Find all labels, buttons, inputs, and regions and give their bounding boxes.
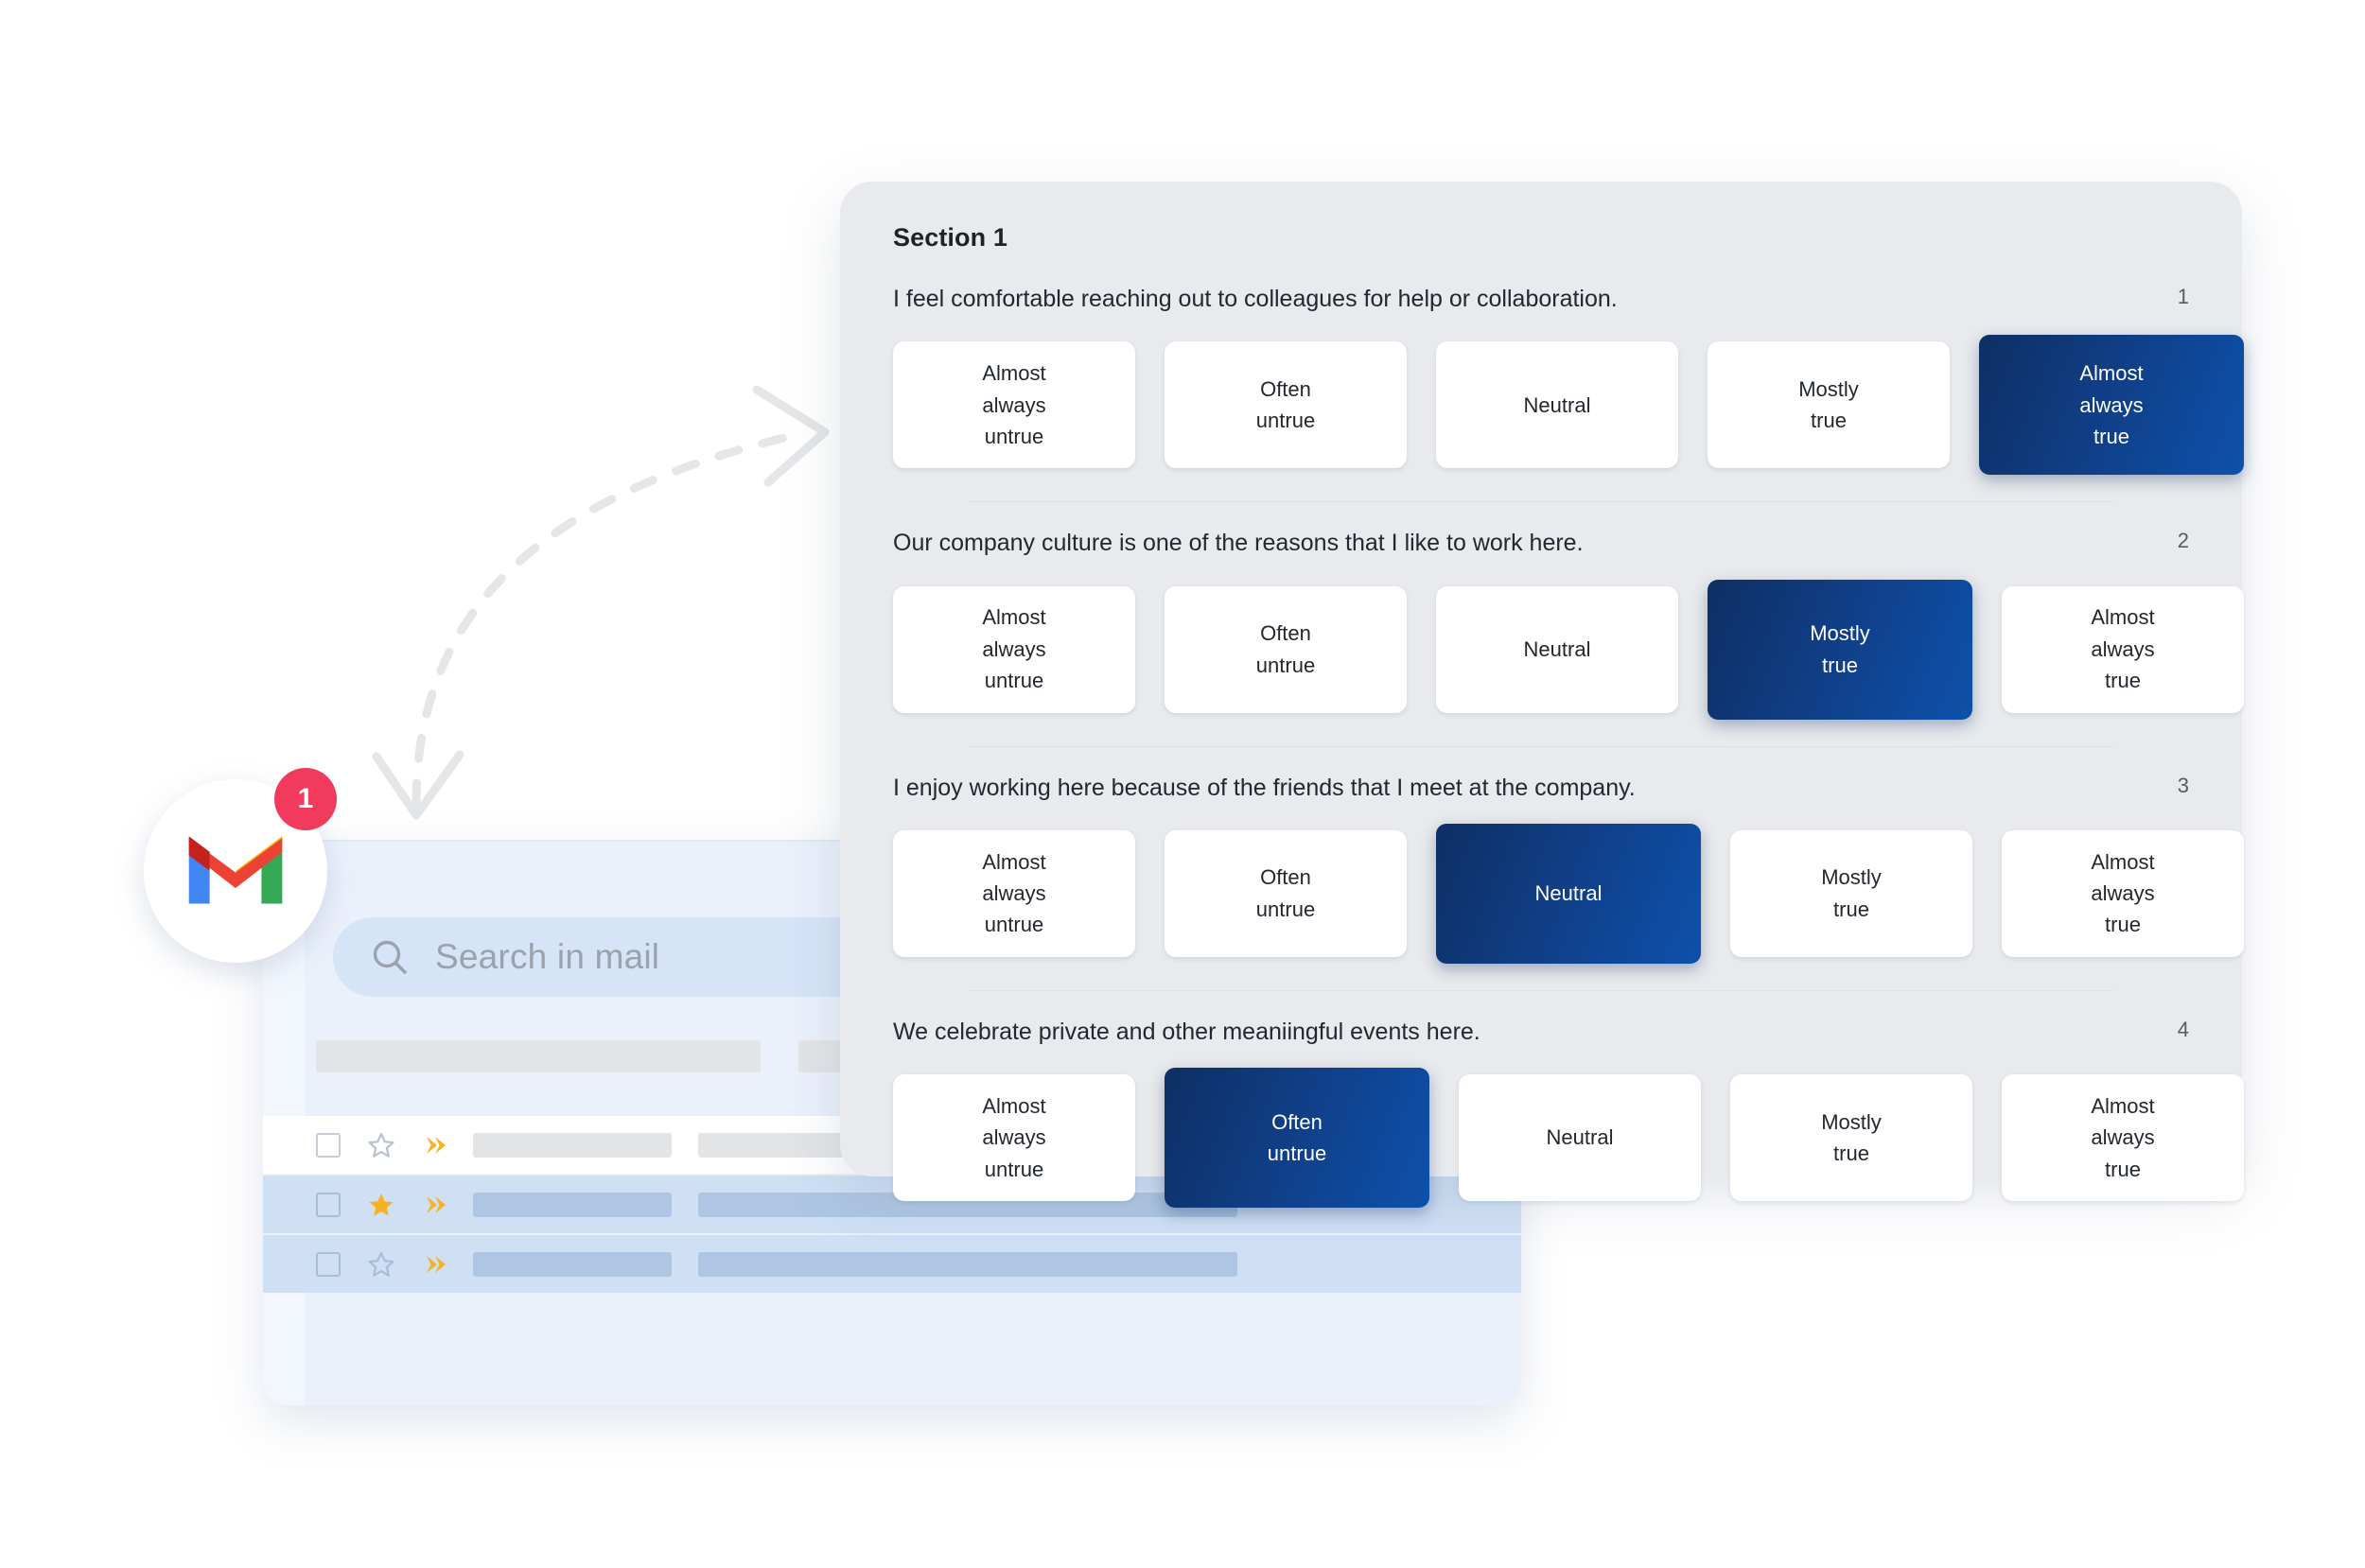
- question-divider: [969, 745, 2113, 747]
- search-icon: [371, 938, 409, 976]
- gmail-search-placeholder: Search in mail: [435, 937, 660, 976]
- star-icon[interactable]: [367, 1191, 395, 1219]
- checkbox-icon[interactable]: [316, 1132, 341, 1158]
- subject-placeholder: [698, 1251, 1237, 1277]
- sender-placeholder: [473, 1132, 672, 1158]
- page-title: Section 1: [893, 223, 1007, 252]
- star-icon[interactable]: [367, 1250, 395, 1279]
- question-header: We celebrate private and other meaniingf…: [893, 1018, 2189, 1047]
- option-neutral[interactable]: Neutral: [1459, 1074, 1701, 1201]
- important-marker-icon[interactable]: [422, 1133, 447, 1158]
- option-neutral[interactable]: Neutral: [1436, 341, 1678, 469]
- dashed-arrow-icon: [372, 385, 830, 820]
- option-neutral[interactable]: Neutral: [1436, 823, 1701, 964]
- tab-placeholder-primary: [316, 1040, 761, 1072]
- survey-panel: Section 1 I feel comfortable reaching ou…: [840, 182, 2244, 1208]
- mail-row-separator: [263, 1233, 1521, 1235]
- question-divider: [969, 989, 2113, 991]
- question-header: I feel comfortable reaching out to colle…: [893, 285, 2189, 314]
- question-number: 1: [2177, 285, 2189, 308]
- question-header: I enjoy working here because of the frie…: [893, 774, 2189, 803]
- important-marker-icon[interactable]: [422, 1193, 447, 1217]
- question-block: I enjoy working here because of the frie…: [893, 774, 2244, 964]
- unread-count-badge: 1: [274, 768, 337, 830]
- question-divider: [969, 501, 2113, 503]
- checkbox-icon[interactable]: [316, 1192, 341, 1217]
- question-text: Our company culture is one of the reason…: [893, 530, 1584, 557]
- mail-row[interactable]: [263, 1235, 1521, 1293]
- question-number: 4: [2177, 1017, 2189, 1041]
- question-number: 3: [2177, 773, 2189, 797]
- question-block: We celebrate private and other meaniingf…: [893, 1018, 2244, 1208]
- important-marker-icon[interactable]: [422, 1252, 447, 1277]
- sender-placeholder: [473, 1192, 672, 1217]
- star-icon[interactable]: [367, 1131, 395, 1159]
- question-block: I feel comfortable reaching out to colle…: [893, 285, 2244, 476]
- option-neutral[interactable]: Neutral: [1436, 585, 1678, 713]
- question-text: I enjoy working here because of the frie…: [893, 774, 1636, 801]
- question-header: Our company culture is one of the reason…: [893, 529, 2189, 558]
- question-text: I feel comfortable reaching out to colle…: [893, 286, 1618, 312]
- checkbox-icon[interactable]: [316, 1251, 341, 1277]
- sender-placeholder: [473, 1251, 672, 1277]
- gmail-logo-icon: [184, 829, 288, 914]
- dashed-arrow-decoration: [359, 331, 870, 823]
- question-text: We celebrate private and other meaniingf…: [893, 1018, 1480, 1045]
- question-number: 2: [2177, 529, 2189, 553]
- question-block: Our company culture is one of the reason…: [893, 529, 2244, 720]
